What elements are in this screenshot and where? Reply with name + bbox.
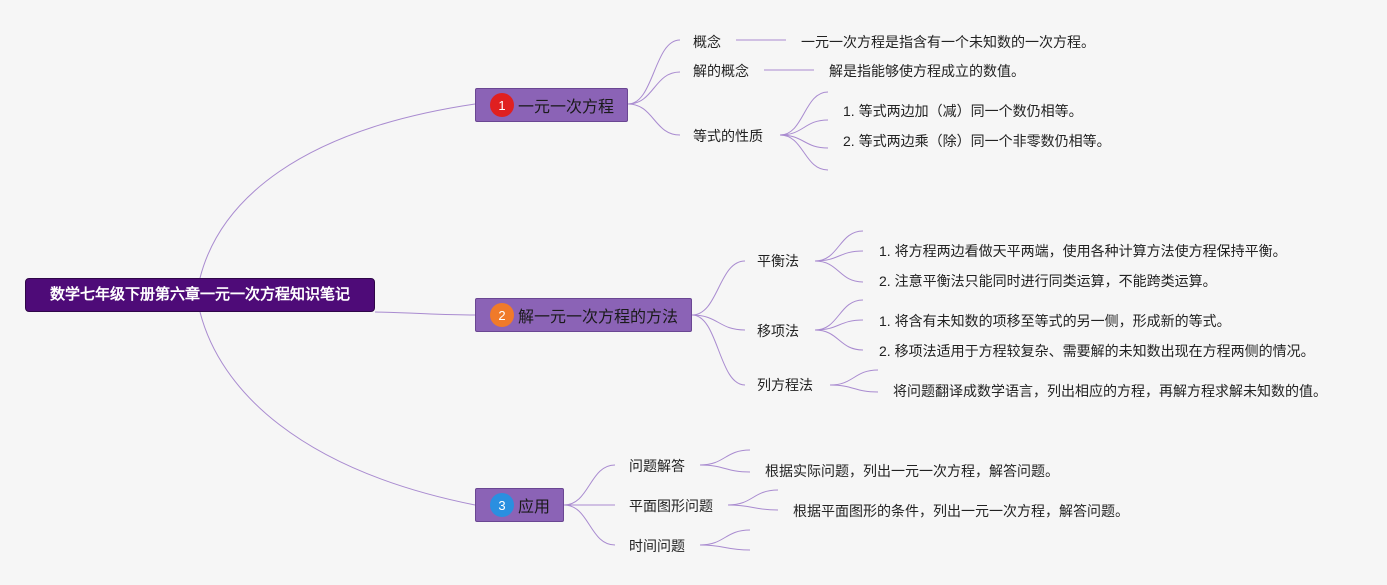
connector-line bbox=[691, 260, 746, 316]
detail-text: 2. 移项法适用于方程较复杂、需要解的未知数出现在方程两侧的情况。 bbox=[879, 343, 1315, 359]
connector-line bbox=[829, 384, 879, 393]
connector-line bbox=[727, 489, 779, 506]
topic-application[interactable]: 3 应用 bbox=[475, 488, 564, 522]
connector-line bbox=[814, 230, 864, 262]
topic-label: 一元一次方程 bbox=[518, 99, 615, 116]
topic-linear-equation[interactable]: 1 一元一次方程 bbox=[475, 88, 628, 122]
detail-text: 将问题翻译成数学语言，列出相应的方程，再解方程求解未知数的值。 bbox=[893, 383, 1327, 399]
subtopic-plane-figure-problems[interactable]: 平面图形问题 bbox=[629, 498, 713, 514]
topic-label: 应用 bbox=[518, 499, 551, 516]
number-1-badge-icon: 1 bbox=[490, 93, 514, 117]
subtopic-balance-method[interactable]: 平衡法 bbox=[757, 253, 799, 269]
root-connector-line bbox=[199, 103, 476, 279]
detail-text: 解是指能够使方程成立的数值。 bbox=[829, 63, 1025, 79]
connector-line bbox=[627, 39, 681, 105]
connector-line bbox=[779, 91, 829, 136]
topic-solving-methods[interactable]: 2 解一元一次方程的方法 bbox=[475, 298, 692, 332]
connector-line bbox=[814, 299, 864, 331]
detail-text: 1. 将方程两边看做天平两端，使用各种计算方法使方程保持平衡。 bbox=[879, 243, 1287, 259]
connector-line bbox=[699, 449, 751, 466]
connector-line bbox=[699, 529, 751, 546]
topic-label: 解一元一次方程的方法 bbox=[518, 309, 679, 326]
connector-line bbox=[814, 250, 864, 262]
subtopic-solution-concept[interactable]: 解的概念 bbox=[693, 63, 749, 79]
detail-text: 根据平面图形的条件，列出一元一次方程，解答问题。 bbox=[793, 503, 1129, 519]
connector-line bbox=[779, 134, 829, 171]
connector-line bbox=[563, 504, 616, 546]
connector-line bbox=[699, 544, 751, 551]
detail-text: 一元一次方程是指含有一个未知数的一次方程。 bbox=[801, 34, 1095, 50]
connector-line bbox=[627, 103, 681, 136]
connector-line bbox=[814, 260, 864, 283]
connector-line bbox=[727, 504, 779, 511]
connector-line bbox=[691, 314, 746, 331]
connector-line bbox=[563, 464, 616, 506]
detail-text: 2. 等式两边乘（除）同一个非零数仍相等。 bbox=[843, 133, 1111, 149]
detail-text: 1. 等式两边加（减）同一个数仍相等。 bbox=[843, 103, 1083, 119]
detail-text: 根据实际问题，列出一元一次方程，解答问题。 bbox=[765, 463, 1059, 479]
detail-text: 1. 将含有未知数的项移至等式的另一侧，形成新的等式。 bbox=[879, 313, 1231, 329]
root-connector-line bbox=[199, 311, 476, 506]
root-topic[interactable]: 数学七年级下册第六章一元一次方程知识笔记 bbox=[25, 278, 375, 312]
subtopic-equation-method[interactable]: 列方程法 bbox=[757, 377, 813, 393]
connector-line bbox=[691, 314, 746, 386]
detail-text: 2. 注意平衡法只能同时进行同类运算，不能跨类运算。 bbox=[879, 273, 1217, 289]
connector-line bbox=[779, 119, 829, 136]
subtopic-equality-properties[interactable]: 等式的性质 bbox=[693, 128, 763, 144]
subtopic-concept[interactable]: 概念 bbox=[693, 34, 721, 50]
connector-line bbox=[814, 329, 864, 351]
connector-line bbox=[779, 134, 829, 149]
subtopic-transposition-method[interactable]: 移项法 bbox=[757, 323, 799, 339]
connector-line bbox=[814, 319, 864, 331]
connector-line bbox=[699, 464, 751, 473]
connector-line bbox=[627, 71, 681, 105]
number-3-badge-icon: 3 bbox=[490, 493, 514, 517]
number-2-badge-icon: 2 bbox=[490, 303, 514, 327]
subtopic-problem-solving[interactable]: 问题解答 bbox=[629, 458, 685, 474]
subtopic-time-problems[interactable]: 时间问题 bbox=[629, 538, 685, 554]
connector-line bbox=[829, 369, 879, 386]
root-connector-line bbox=[374, 311, 476, 316]
